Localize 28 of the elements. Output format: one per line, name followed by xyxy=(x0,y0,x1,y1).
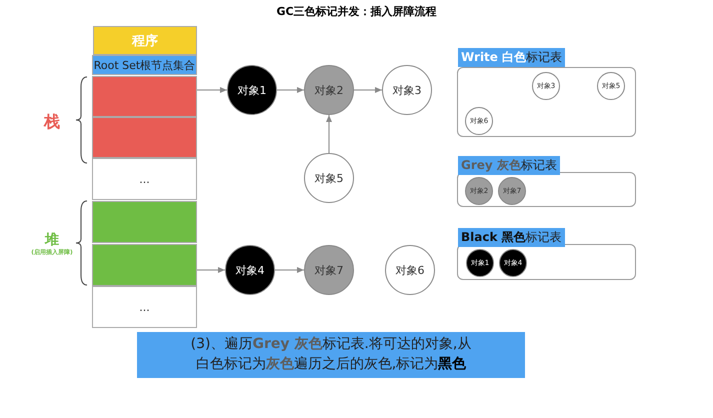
object-circle: 对象5 xyxy=(304,153,354,203)
arrow xyxy=(276,87,304,93)
object-circle: 对象2 xyxy=(304,65,354,115)
table-header: Grey 灰色标记表 xyxy=(458,156,560,175)
table-header: Write 白色标记表 xyxy=(458,48,566,67)
object-circle: 对象6 xyxy=(385,245,435,295)
object-circle: 对象3 xyxy=(382,65,432,115)
object-circle: 对象1 xyxy=(227,65,277,115)
title: GC三色标记并发：插入屏障流程 xyxy=(275,4,438,19)
arrow xyxy=(326,114,332,154)
caption-band: (3)、遍历Grey 灰色标记表.将可达的对象,从白色标记为灰色遍历之后的灰色,标记为黑色 xyxy=(137,332,525,378)
arrow xyxy=(196,87,228,93)
object-circle: 对象4 xyxy=(225,245,275,295)
ellipsis-slot: ... xyxy=(92,286,197,328)
arrow xyxy=(354,87,382,93)
arrow xyxy=(196,267,226,273)
root-set-box: Root Set根节点集合 xyxy=(92,55,197,75)
stack-slot xyxy=(92,117,197,158)
object-circle: 对象7 xyxy=(304,245,354,295)
table-header: Black 黑色标记表 xyxy=(458,228,565,247)
heap-label: 堆 xyxy=(44,231,60,249)
program-box: 程序 xyxy=(93,26,197,55)
heap-slot xyxy=(92,201,197,243)
ellipsis-slot: ... xyxy=(92,158,197,200)
stack-label: 栈 xyxy=(42,112,61,133)
heap-slot xyxy=(92,244,197,286)
arrow xyxy=(274,267,304,273)
stack-slot xyxy=(92,76,197,117)
